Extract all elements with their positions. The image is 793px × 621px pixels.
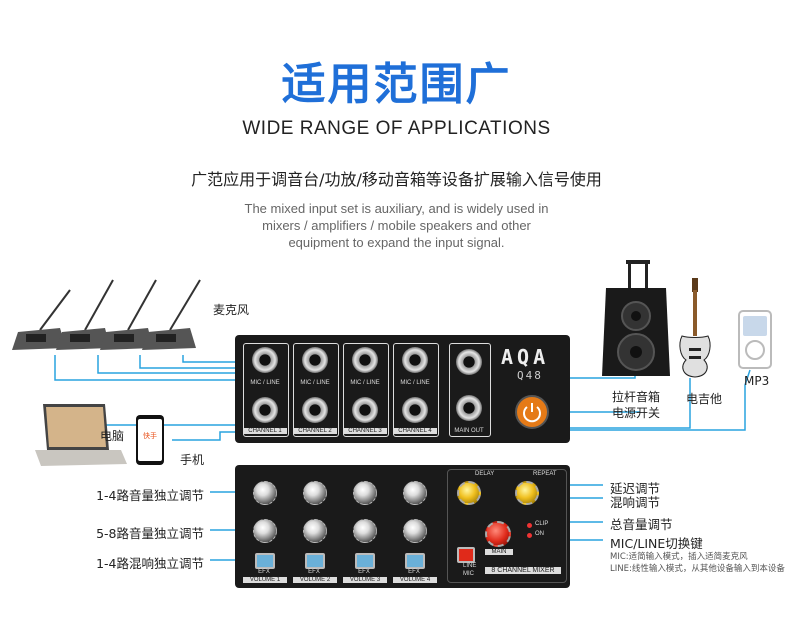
main-out-jack-a[interactable] — [456, 349, 482, 375]
page-subtitle: WIDE RANGE OF APPLICATIONS — [242, 118, 551, 139]
line-jack-4[interactable] — [402, 397, 428, 423]
laptop-icon — [35, 402, 130, 477]
description-line: The mixed input set is auxiliary, and is… — [244, 201, 549, 216]
phone-app-label: 快手 — [143, 432, 157, 440]
speaker-icon — [600, 260, 672, 385]
mic-jack-2[interactable] — [302, 347, 328, 373]
volume-knob-7[interactable] — [353, 519, 377, 543]
repeat-knob[interactable] — [515, 481, 539, 505]
volume-knob-8[interactable] — [403, 519, 427, 543]
mic-line-label: MIC / LINE — [300, 380, 330, 386]
mixer-bottom-panel: EFX EFX EFX EFX VOLUME 1 VOLUME 2 VOLUME… — [235, 465, 570, 588]
mic-jack-3[interactable] — [352, 347, 378, 373]
mp3-label: MP3 — [744, 374, 770, 388]
on-led — [527, 533, 532, 538]
phone-icon: 快手 — [136, 415, 164, 465]
note-mic: MIC:适简输入模式，插入适简麦克风 — [610, 552, 748, 562]
main-volume-knob[interactable] — [485, 521, 511, 547]
delay-knob[interactable] — [457, 481, 481, 505]
efx-button-1[interactable] — [255, 553, 275, 569]
efx-label: EFX — [308, 569, 320, 575]
efx-button-3[interactable] — [355, 553, 375, 569]
clip-label: CLIP — [535, 521, 549, 527]
mic-jack-4[interactable] — [402, 347, 428, 373]
efx-button-2[interactable] — [305, 553, 325, 569]
main-out-box — [449, 343, 491, 437]
line-jack-1[interactable] — [252, 397, 278, 423]
guitar-icon — [676, 278, 714, 383]
mic-line-switch[interactable] — [457, 547, 475, 563]
mic-switch-label: MIC — [463, 571, 474, 577]
mic-jack-1[interactable] — [252, 347, 278, 373]
volume-knob-4[interactable] — [403, 481, 427, 505]
speaker-label: 拉杆音箱 — [612, 390, 661, 404]
page-title: 适用范围广 — [281, 59, 512, 110]
efx-label: EFX — [408, 569, 420, 575]
channel-label-4: CHANNEL 4 — [393, 428, 437, 434]
volume-label-3: VOLUME 3 — [343, 577, 387, 583]
volume-knob-2[interactable] — [303, 481, 327, 505]
right-label-reverb: 混响调节 — [610, 495, 661, 510]
volume-label-4: VOLUME 4 — [393, 577, 437, 583]
description: The mixed input set is auxiliary, and is… — [200, 200, 593, 251]
power-icon — [523, 403, 541, 423]
brand-logo: AQA — [501, 345, 550, 369]
mic-line-label: MIC / LINE — [250, 380, 280, 386]
power-button[interactable] — [515, 395, 549, 429]
channel-label-1: CHANNEL 1 — [243, 428, 287, 434]
line-jack-2[interactable] — [302, 397, 328, 423]
model-label: Q48 — [517, 369, 543, 382]
volume-knob-6[interactable] — [303, 519, 327, 543]
power-switch-label: 电源开关 — [612, 406, 661, 420]
channel-1-box — [243, 343, 289, 437]
efx-label: EFX — [258, 569, 270, 575]
line-switch-label: LINE — [463, 563, 477, 569]
right-label-main-volume: 总音量调节 — [610, 517, 673, 532]
volume-knob-5[interactable] — [253, 519, 277, 543]
description-line: equipment to expand the input signal. — [288, 235, 505, 250]
note-line: LINE:线性输入模式，从其他设备输入到本设备 — [610, 564, 785, 574]
mp3-player-icon — [738, 310, 772, 369]
left-label-3: 1-4路混响独立调节 — [96, 556, 204, 571]
model-name-label: 8 CHANNEL MIXER — [485, 567, 561, 574]
main-label: MAIN — [485, 549, 513, 555]
guitar-label: 电吉他 — [686, 392, 723, 406]
description-line: mixers / amplifiers / mobile speakers an… — [262, 218, 531, 233]
volume-label-1: VOLUME 1 — [243, 577, 287, 583]
microphone-icon — [12, 279, 201, 350]
right-label-delay: 延迟调节 — [610, 481, 661, 496]
volume-label-2: VOLUME 2 — [293, 577, 337, 583]
mic-line-label: MIC / LINE — [400, 380, 430, 386]
efx-label: EFX — [358, 569, 370, 575]
channel-2-box — [293, 343, 339, 437]
right-label-mic-line: MIC/LINE切换键 — [610, 536, 703, 551]
volume-knob-1[interactable] — [253, 481, 277, 505]
left-label-1: 1-4路音量独立调节 — [96, 488, 204, 503]
delay-label: DELAY — [475, 471, 495, 477]
microphone-group — [10, 270, 220, 360]
line-jack-3[interactable] — [352, 397, 378, 423]
mixer-top-panel: MIC / LINE MIC / LINE MIC / LINE MIC / L… — [235, 335, 570, 443]
main-out-jack-b[interactable] — [456, 395, 482, 421]
microphone-label: 麦克风 — [213, 303, 250, 317]
channel-label-2: CHANNEL 2 — [293, 428, 337, 434]
phone-label: 手机 — [180, 453, 205, 467]
clip-led — [527, 523, 532, 528]
channel-3-box — [343, 343, 389, 437]
repeat-label: REPEAT — [533, 471, 557, 477]
mic-line-label: MIC / LINE — [350, 380, 380, 386]
efx-button-4[interactable] — [405, 553, 425, 569]
main-out-label: MAIN OUT — [454, 428, 484, 434]
channel-4-box — [393, 343, 439, 437]
left-label-2: 5-8路音量独立调节 — [96, 526, 204, 541]
laptop-label: 电脑 — [100, 429, 125, 443]
volume-knob-3[interactable] — [353, 481, 377, 505]
effects-section — [447, 469, 567, 583]
channel-label-3: CHANNEL 3 — [343, 428, 387, 434]
on-label: ON — [535, 531, 544, 537]
section-heading: 广范应用于调音台/功放/移动音箱等设备扩展输入信号使用 — [191, 170, 602, 189]
